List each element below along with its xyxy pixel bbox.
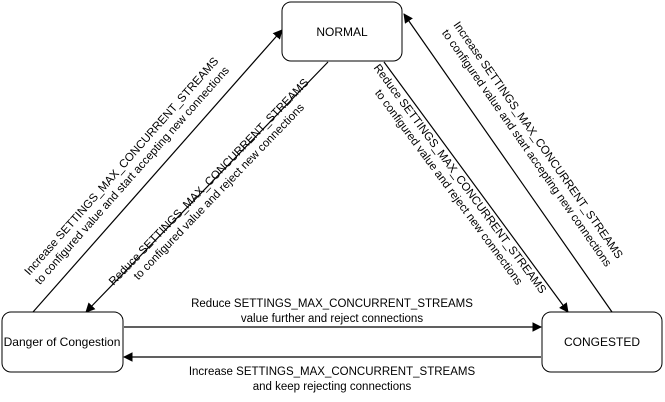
edge-normal-to-congested [383,61,569,313]
edge-label-line: Increase SETTINGS_MAX_CONCURRENT_STREAMS [23,55,222,278]
edge-label-danger-to-congested: Reduce SETTINGS_MAX_CONCURRENT_STREAMS v… [191,298,473,325]
node-congested-label: CONGESTED [564,335,640,349]
edge-label-normal-to-congested: Reduce SETTINGS_MAX_CONCURRENT_STREAMS t… [371,62,548,296]
edge-label-congested-to-danger: Increase SETTINGS_MAX_CONCURRENT_STREAMS… [189,366,476,393]
edge-label-normal-to-danger: Reduce SETTINGS_MAX_CONCURRENT_STREAMS t… [107,77,312,288]
node-normal: NORMAL [281,1,403,62]
node-danger-of-congestion: Danger of Congestion [1,311,124,373]
edge-label-line: and keep rejecting connections [253,381,412,393]
node-danger-label: Danger of Congestion [4,335,121,349]
edge-label-line: value further and reject connections [241,313,423,325]
edge-label-danger-to-normal: Increase SETTINGS_MAX_CONCURRENT_STREAMS… [23,55,232,287]
edge-label-line: Increase SETTINGS_MAX_CONCURRENT_STREAMS [189,366,476,378]
edge-normal-to-danger [85,61,329,313]
edge-label-line: to configured value and start accepting … [439,28,613,270]
node-congested: CONGESTED [541,311,663,373]
edge-congested-to-normal [403,13,613,313]
node-normal-label: NORMAL [316,25,368,39]
edge-label-congested-to-normal: Increase SETTINGS_MAX_CONCURRENT_STREAMS… [439,20,625,270]
edge-danger-to-normal [32,29,283,313]
edge-label-line: Reduce SETTINGS_MAX_CONCURRENT_STREAMS [191,298,473,310]
edge-label-line: Reduce SETTINGS_MAX_CONCURRENT_STREAMS [371,62,548,296]
edge-label-line: Reduce SETTINGS_MAX_CONCURRENT_STREAMS [107,77,312,288]
